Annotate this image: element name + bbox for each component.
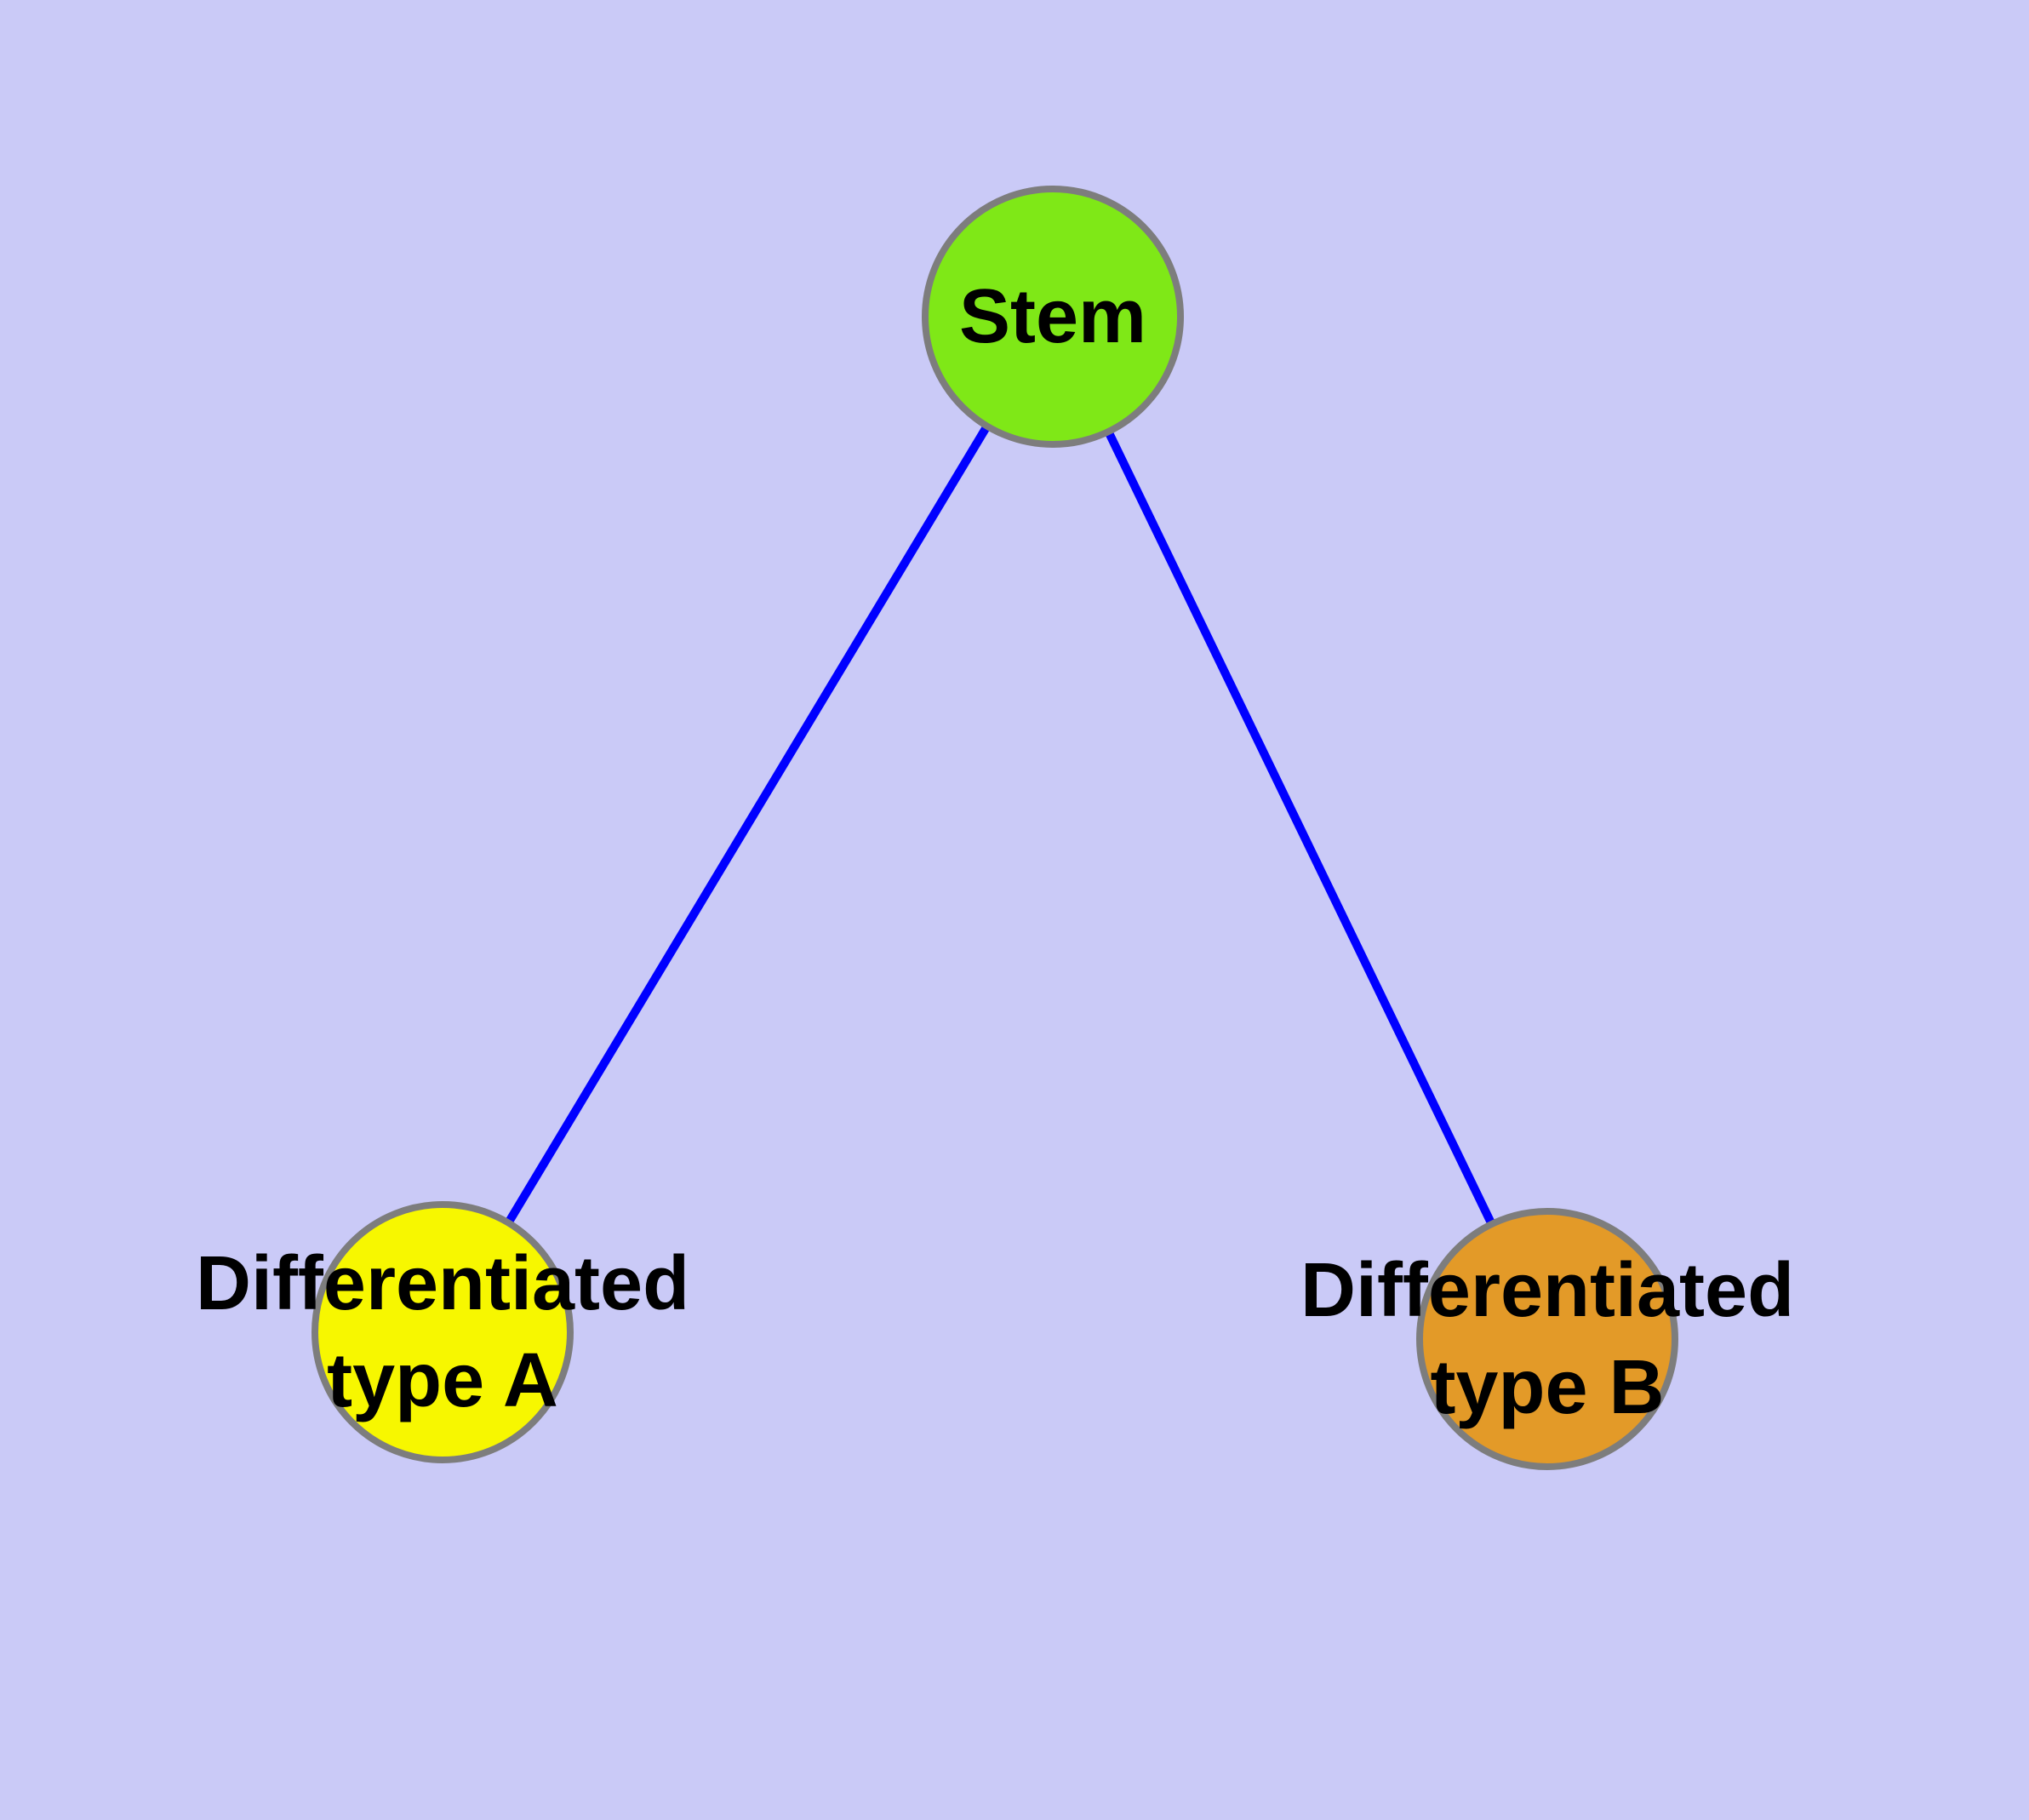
node-differentiated-type-a-circle [311, 1201, 574, 1463]
edge-stem-to-differentiated-type-a [438, 314, 1057, 1335]
node-differentiated-type-b-circle [1416, 1208, 1678, 1470]
edge-stem-to-differentiated-type-b [1049, 314, 1552, 1342]
node-stem-circle [922, 186, 1184, 448]
